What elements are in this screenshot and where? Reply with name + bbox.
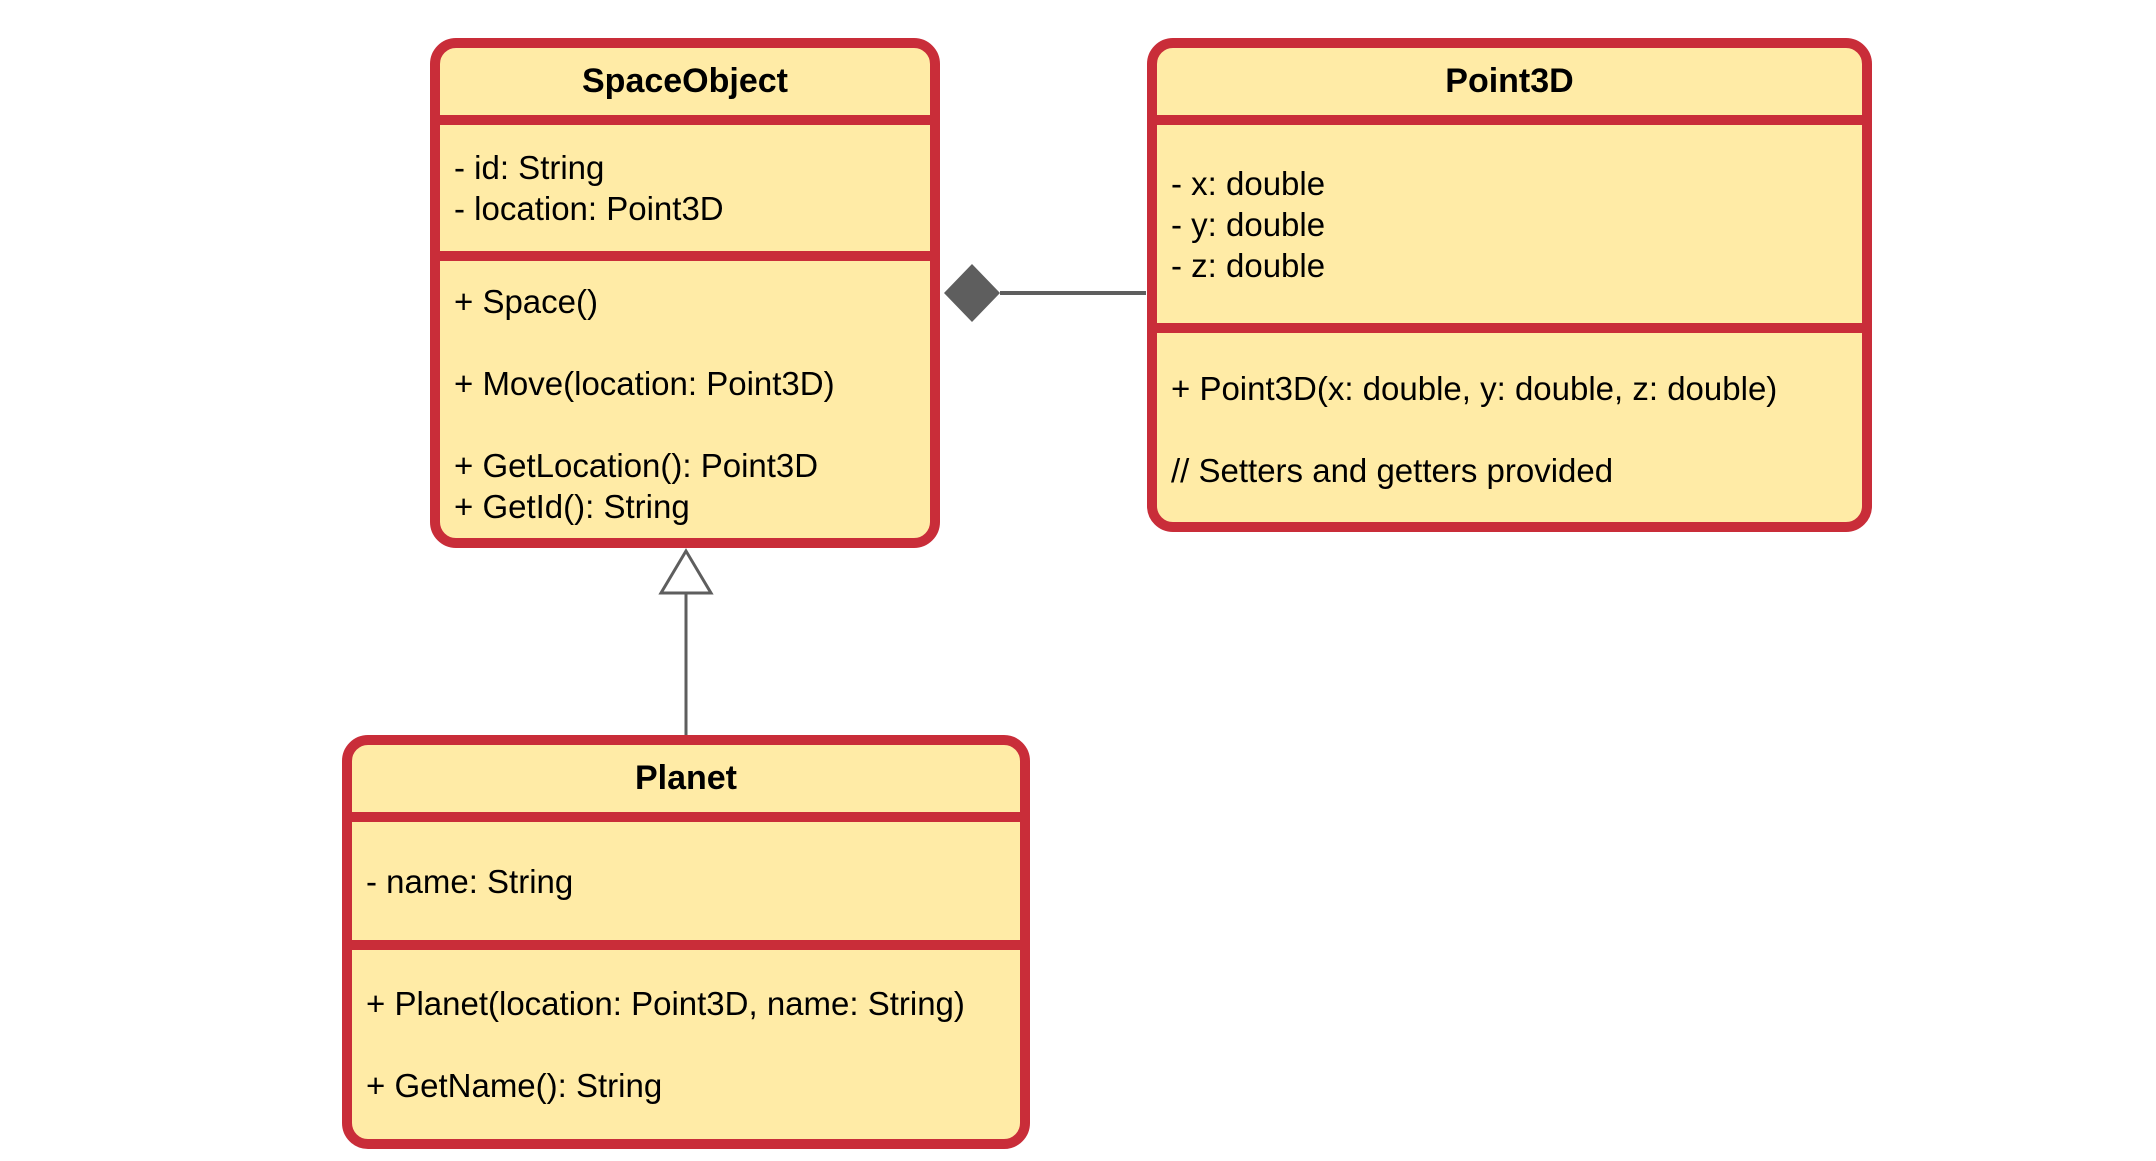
method-move: + Move(location: Point3D) <box>454 365 835 402</box>
attributes-planet: - name: String <box>352 822 1020 950</box>
method-point3d-constructor: + Point3D(x: double, y: double, z: doubl… <box>1171 370 1778 407</box>
method-getname: + GetName(): String <box>366 1067 663 1104</box>
class-planet[interactable]: Planet - name: String + Planet(location:… <box>342 735 1030 1149</box>
class-point3d[interactable]: Point3D - x: double - y: double - z: dou… <box>1147 38 1872 532</box>
attribute-id: - id: String <box>454 149 605 186</box>
attributes-point3d: - x: double - y: double - z: double <box>1157 125 1862 333</box>
comment-setters-getters: // Setters and getters provided <box>1171 452 1614 489</box>
attributes-spaceobject: - id: String - location: Point3D <box>440 125 930 261</box>
generalization-arrowhead-icon <box>658 548 714 595</box>
method-getid: + GetId(): String <box>454 488 690 525</box>
methods-point3d: + Point3D(x: double, y: double, z: doubl… <box>1157 333 1862 522</box>
attribute-name: - name: String <box>366 862 574 900</box>
class-name-spaceobject: SpaceObject <box>440 48 930 125</box>
attribute-z: - z: double <box>1171 246 1326 284</box>
methods-spaceobject: + Space() + Move(location: Point3D) + Ge… <box>440 261 930 538</box>
attribute-x: - x: double <box>1171 164 1326 202</box>
attribute-location: - location: Point3D <box>454 190 724 227</box>
method-getlocation: + GetLocation(): Point3D <box>454 447 819 484</box>
class-name-point3d: Point3D <box>1157 48 1862 125</box>
class-spaceobject[interactable]: SpaceObject - id: String - location: Poi… <box>430 38 940 548</box>
method-planet-constructor: + Planet(location: Point3D, name: String… <box>366 985 965 1022</box>
method-space-constructor: + Space() <box>454 283 598 320</box>
composition-diamond-icon <box>944 264 1000 322</box>
class-name-planet: Planet <box>352 745 1020 822</box>
attribute-y: - y: double <box>1171 205 1326 243</box>
methods-planet: + Planet(location: Point3D, name: String… <box>352 950 1020 1139</box>
